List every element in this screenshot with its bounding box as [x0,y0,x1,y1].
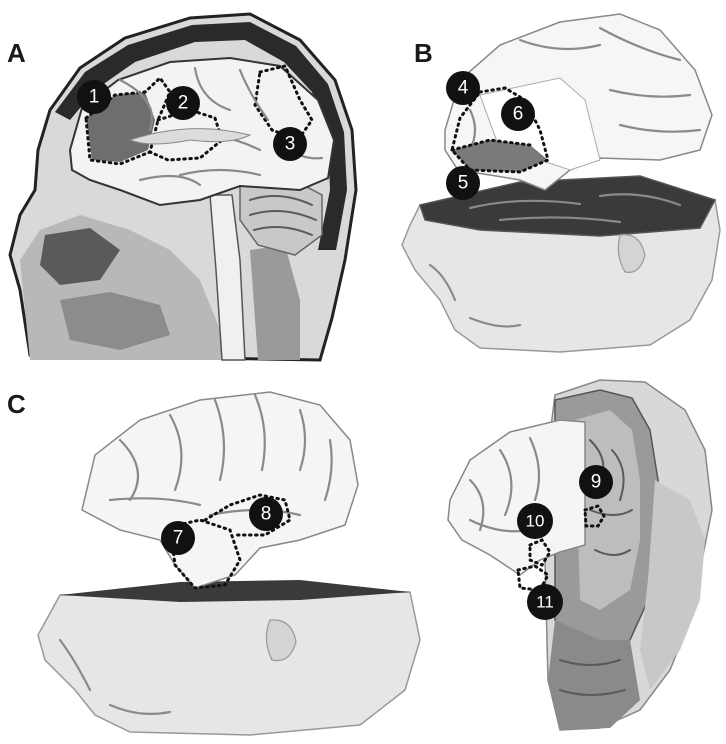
region-marker-10: 10 [517,503,553,539]
panel-a [10,14,356,360]
region-number: 3 [285,134,296,155]
region-number: 8 [261,504,272,525]
region-marker-9: 9 [579,465,613,499]
region-marker-4: 4 [446,71,480,105]
region-number: 7 [173,528,184,549]
region-number: 9 [591,472,602,493]
region-marker-6: 6 [501,97,535,131]
region-marker-7: 7 [161,521,195,555]
panel-c [38,392,420,735]
lateral-brain-c [82,392,358,588]
region-number: 5 [458,173,469,194]
region-number: 1 [89,87,100,108]
region-marker-3: 3 [273,127,307,161]
panel-label-a: A [7,38,26,68]
region-number: 4 [458,78,469,99]
region-marker-5: 5 [446,166,480,200]
head-base-c [38,592,420,735]
region-number: 2 [178,93,189,114]
panel-d [448,380,712,730]
region-marker-2: 2 [166,86,200,120]
region-number: 11 [536,593,554,612]
region-number: 10 [526,512,545,531]
region-number: 6 [513,104,524,125]
region-marker-8: 8 [249,497,283,531]
panel-label-b: B [414,38,433,68]
region-marker-11: 11 [527,584,563,620]
panel-label-c: C [7,389,26,419]
region-marker-1: 1 [77,80,111,114]
